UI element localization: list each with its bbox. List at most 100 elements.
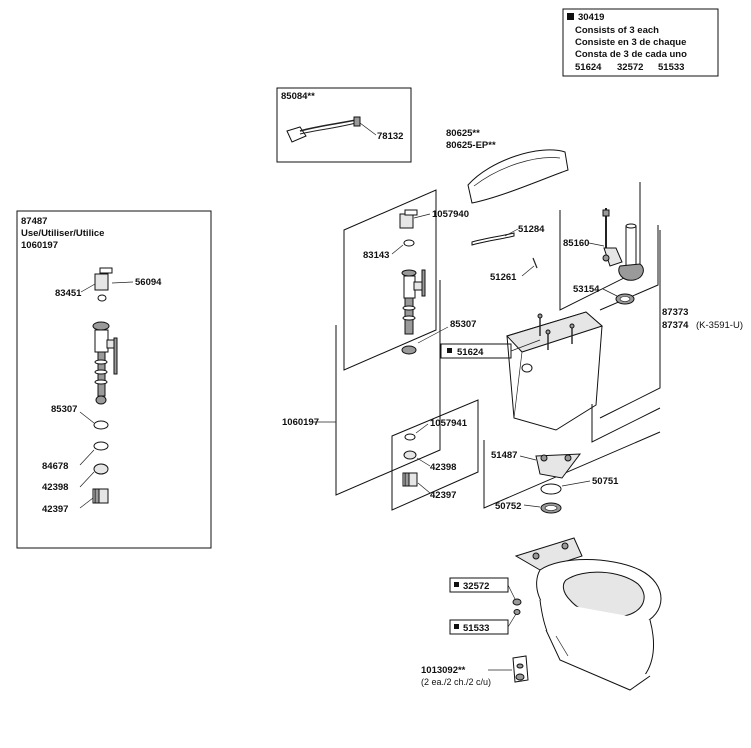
flush-label-53154: 53154 <box>573 284 600 295</box>
leader-51261 <box>521 265 535 277</box>
leader-42398-inset <box>79 471 95 488</box>
hardware-label-50752: 50752 <box>495 501 521 512</box>
bowl-caps-note: (2 ea./2 ch./2 c/u) <box>421 677 491 687</box>
kit-part-number: 30419 <box>578 12 604 23</box>
bowl-boxed-label-2: 51533 <box>463 623 489 634</box>
bowl-square-marker-1-icon <box>454 582 459 587</box>
tank-label-note: (K-3591-U) <box>696 320 743 331</box>
fill-washer-85307-icon <box>401 345 417 355</box>
hardware-label-51487: 51487 <box>491 450 517 461</box>
kit-line-1: Consists of 3 each <box>575 25 659 36</box>
inset-fill-valve-box: 87487 Use/Utiliser/Utilice 1060197 83451… <box>16 210 212 549</box>
flush-valve-group: 85160 53154 <box>559 182 659 311</box>
leader-42398 <box>416 457 431 467</box>
leader-83451 <box>80 283 96 293</box>
inset-label-84678: 84678 <box>42 461 68 472</box>
leader-51284 <box>504 228 519 237</box>
bowl-boxed-label-1: 32572 <box>463 581 489 592</box>
tank-boxed-label: 51624 <box>457 347 484 358</box>
sub-label-1057941: 1057941 <box>430 418 468 429</box>
tank-right-panel <box>599 230 661 419</box>
tank-lid-icon <box>467 149 569 204</box>
refill-clip-icon <box>532 257 538 269</box>
fill-valve-group-label: 1060197 <box>282 417 319 428</box>
leader-83143 <box>391 244 404 255</box>
kit-box: 30419 Consists of 3 each Consiste en 3 d… <box>562 8 719 77</box>
gasket-50751-icon <box>540 483 562 495</box>
handle-box: 85084** 78132 <box>276 87 412 163</box>
inset-fill-valve-icon <box>92 321 118 405</box>
leader-42397 <box>417 482 431 494</box>
leader-50751 <box>561 480 591 487</box>
handle-label: 78132 <box>377 131 403 142</box>
flush-valve-panel <box>559 182 641 311</box>
flush-valve-icon <box>602 208 644 281</box>
inset-label-56094: 56094 <box>135 277 162 288</box>
toilet-bowl-icon <box>514 537 662 691</box>
bolt-washer-icon <box>512 598 522 606</box>
inset-use-line: Use/Utiliser/Utilice <box>21 228 104 239</box>
kit-line-3: Consta de 3 de cada uno <box>575 49 687 60</box>
trip-lever-icon <box>286 116 361 143</box>
leader-1057941 <box>415 423 429 434</box>
lid-label-1: 80625** <box>446 128 480 139</box>
leader-85160 <box>588 242 605 247</box>
fill-washer-1057941-icon <box>404 433 416 441</box>
fill-valve-upper-panel <box>343 189 437 371</box>
fill-label-85307: 85307 <box>450 319 476 330</box>
handle-box-frame <box>276 87 412 163</box>
fill-valve-body-icon <box>401 269 426 335</box>
inset-label-85307: 85307 <box>51 404 77 415</box>
bowl-caps-label: 1013092** <box>421 665 466 676</box>
handle-part-number: 85084** <box>281 91 315 102</box>
kit-square-marker-icon <box>567 13 574 20</box>
inset-nut-42397-icon <box>92 488 109 504</box>
fill-valve-group: 1060197 1057940 83143 85307 51284 51261 <box>282 189 545 511</box>
fill-gasket-42398-icon <box>403 450 417 460</box>
fill-valve-bracket-panel <box>335 280 441 496</box>
fill-valve-cap-icon <box>399 209 418 229</box>
tank-lower-panel <box>591 404 661 443</box>
kit-box-frame <box>562 8 719 77</box>
leader-85307 <box>417 326 449 344</box>
tank-hardware-group: 51487 50751 50752 <box>491 450 619 514</box>
refill-tube-icon <box>471 232 515 246</box>
inset-gasket-42398-icon <box>93 463 109 475</box>
leader-51533 <box>507 613 517 628</box>
fill-label-83143: 83143 <box>363 250 389 261</box>
inset-label-42398: 42398 <box>42 482 68 493</box>
fill-washer-83143-icon <box>403 239 415 247</box>
toilet-tank-icon <box>506 311 603 431</box>
boxed-square-marker-icon <box>447 348 452 353</box>
tank-bottom-panel <box>483 431 661 509</box>
leader-42397-inset <box>79 497 94 509</box>
bowl-boxed-label-32572: 32572 <box>449 577 517 602</box>
flush-label-85160: 85160 <box>563 238 589 249</box>
sub-label-42398: 42398 <box>430 462 456 473</box>
fill-nut-42397-icon <box>402 472 418 487</box>
leader-56094 <box>111 281 134 284</box>
tank-boxed-label-51624: 51624 <box>440 339 541 359</box>
inset-label-83451: 83451 <box>55 288 82 299</box>
bowl-square-marker-2-icon <box>454 624 459 629</box>
sub-label-42397: 42397 <box>430 490 456 501</box>
fill-valve-sub-panel <box>391 399 479 511</box>
tank-panel-group <box>483 230 661 509</box>
leader-78132 <box>359 122 377 136</box>
fill-label-1057940: 1057940 <box>432 209 469 220</box>
inset-washer-84678-icon <box>93 441 109 451</box>
inset-cap-icon <box>94 267 113 302</box>
tank-label-87374: 87374 <box>662 320 689 331</box>
bolt-nut-icon <box>513 609 521 615</box>
inset-washer-85307-icon <box>93 420 109 430</box>
leader-51624 <box>510 339 541 352</box>
inset-box-frame <box>16 210 212 549</box>
inset-label-42397: 42397 <box>42 504 68 515</box>
leader-1057940 <box>413 213 431 219</box>
kit-part-2: 32572 <box>617 62 643 73</box>
hardware-label-50751: 50751 <box>592 476 619 487</box>
bolt-caps-icon <box>512 655 529 683</box>
leader-84678 <box>79 449 95 466</box>
